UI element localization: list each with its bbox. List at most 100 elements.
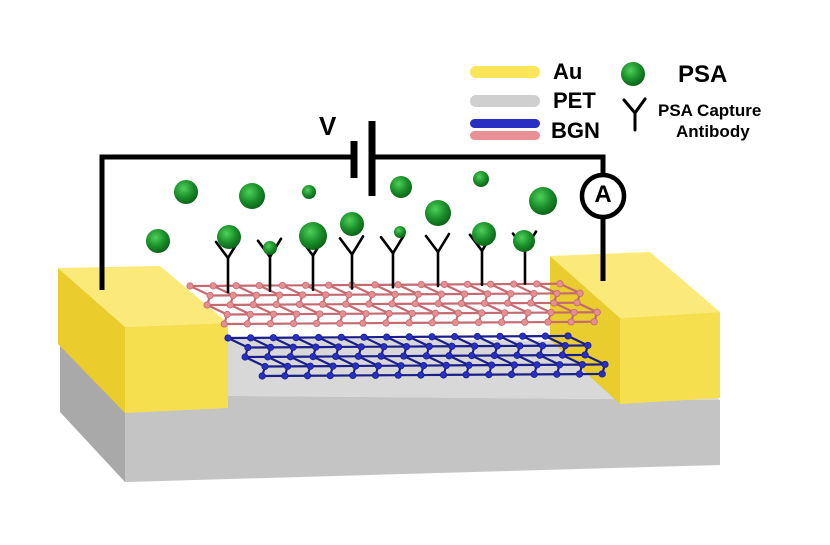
- bgn-blue-atom: [361, 334, 367, 340]
- bgn-pink-atom: [438, 291, 444, 297]
- bgn-blue-atom: [304, 373, 310, 379]
- bgn-pink-atom: [455, 310, 461, 316]
- bgn-pink-atom: [487, 281, 493, 287]
- bgn-blue-atom: [245, 344, 251, 350]
- bgn-pink-atom: [406, 320, 412, 326]
- bgn-blue-atom: [443, 362, 449, 368]
- bgn-blue-atom: [381, 343, 387, 349]
- wire-right: [372, 157, 603, 176]
- psa-molecule-icon: [472, 222, 496, 246]
- bgn-blue-atom: [511, 362, 517, 368]
- bgn-pink-atom: [340, 311, 346, 317]
- bgn-pink-atom: [511, 281, 517, 287]
- bgn-pink-atom: [204, 302, 210, 308]
- bgn-pink-atom: [383, 320, 389, 326]
- psa-molecule-icon: [394, 226, 406, 238]
- bgn-pink-atom: [299, 292, 305, 298]
- bgn-blue-atom: [287, 354, 293, 360]
- psa-molecule-icon: [146, 229, 170, 253]
- bgn-blue-atom: [556, 362, 562, 368]
- bgn-blue-atom: [398, 362, 404, 368]
- bgn-pink-atom: [360, 320, 366, 326]
- bgn-blue-atom: [267, 344, 273, 350]
- bgn-blue-atom: [565, 333, 571, 339]
- bgn-pink-atom: [412, 301, 418, 307]
- bgn-blue-atom: [576, 371, 582, 377]
- bgn-pink-atom: [577, 290, 583, 296]
- legend-au-label: Au: [553, 59, 582, 85]
- psa-molecule-icon: [302, 185, 316, 199]
- bgn-pink-atom: [230, 292, 236, 298]
- bgn-blue-atom: [471, 343, 477, 349]
- bgn-blue-atom: [310, 353, 316, 359]
- bgn-pink-atom: [389, 301, 395, 307]
- bgn-blue-atom: [262, 363, 268, 369]
- psa-molecule-cloud: [146, 171, 557, 255]
- bgn-blue-atom: [270, 335, 276, 341]
- bgn-blue-atom: [429, 334, 435, 340]
- bgn-pink-atom: [415, 291, 421, 297]
- bgn-blue-atom: [519, 333, 525, 339]
- psa-molecule-icon: [263, 241, 277, 255]
- bgn-pink-atom: [432, 310, 438, 316]
- bgn-blue-atom: [383, 334, 389, 340]
- legend-antibody-label-line1: PSA Capture: [658, 100, 761, 122]
- legend-bgn-swatch-pink: [470, 131, 540, 140]
- psa-molecule-icon: [513, 230, 535, 252]
- bgn-pink-atom: [409, 310, 415, 316]
- bgn-pink-atom: [302, 282, 308, 288]
- bgn-pink-atom: [343, 301, 349, 307]
- bgn-blue-atom: [488, 362, 494, 368]
- bgn-pink-atom: [392, 291, 398, 297]
- bgn-pink-atom: [571, 309, 577, 315]
- bgn-blue-atom: [531, 371, 537, 377]
- psa-molecule-icon: [529, 187, 557, 215]
- bgn-pink-atom: [279, 282, 285, 288]
- bgn-pink-atom: [574, 300, 580, 306]
- bgn-blue-atom: [542, 333, 548, 339]
- bgn-pink-atom: [363, 310, 369, 316]
- bgn-pink-atom: [224, 311, 230, 317]
- bgn-blue-atom: [378, 353, 384, 359]
- bgn-blue-atom: [307, 363, 313, 369]
- bgn-pink-atom: [551, 300, 557, 306]
- capture-antibody-icon: [340, 236, 363, 288]
- bgn-blue-atom: [582, 352, 588, 358]
- capture-antibody-icon: [381, 235, 404, 287]
- bgn-blue-atom: [420, 362, 426, 368]
- ammeter-label: A: [583, 181, 623, 209]
- legend-pet-swatch: [470, 95, 540, 107]
- bgn-pink-atom: [317, 311, 323, 317]
- bgn-blue-atom: [486, 371, 492, 377]
- bgn-pink-atom: [531, 290, 537, 296]
- bgn-blue-atom: [539, 343, 545, 349]
- bgn-pink-atom: [545, 319, 551, 325]
- bgn-pink-atom: [273, 301, 279, 307]
- bgn-pink-atom: [227, 302, 233, 308]
- bgn-blue-atom: [579, 361, 585, 367]
- bgn-pink-atom: [210, 283, 216, 289]
- legend-psa-label: PSA: [678, 61, 727, 89]
- bgn-blue-atom: [247, 335, 253, 341]
- psa-molecule-icon: [299, 222, 327, 250]
- legend-au-swatch: [470, 66, 540, 78]
- psa-molecule-icon: [473, 171, 489, 187]
- bgn-blue-atom: [446, 353, 452, 359]
- bgn-blue-atom: [406, 334, 412, 340]
- bgn-blue-atom: [449, 343, 455, 349]
- bgn-blue-atom: [225, 335, 231, 341]
- bgn-pink-atom: [366, 301, 372, 307]
- bgn-pink-atom: [478, 310, 484, 316]
- bgn-blue-atom: [335, 344, 341, 350]
- bgn-pink-atom: [548, 309, 554, 315]
- bgn-pink-atom: [270, 311, 276, 317]
- bgn-pink-atom: [461, 291, 467, 297]
- bgn-blue-atom: [426, 343, 432, 349]
- bgn-blue-atom: [537, 352, 543, 358]
- bgn-blue-atom: [375, 363, 381, 369]
- psa-molecule-icon: [174, 180, 198, 204]
- bgn-blue-atom: [313, 344, 319, 350]
- bgn-pink-atom: [187, 283, 193, 289]
- bgn-blue-atom: [265, 354, 271, 360]
